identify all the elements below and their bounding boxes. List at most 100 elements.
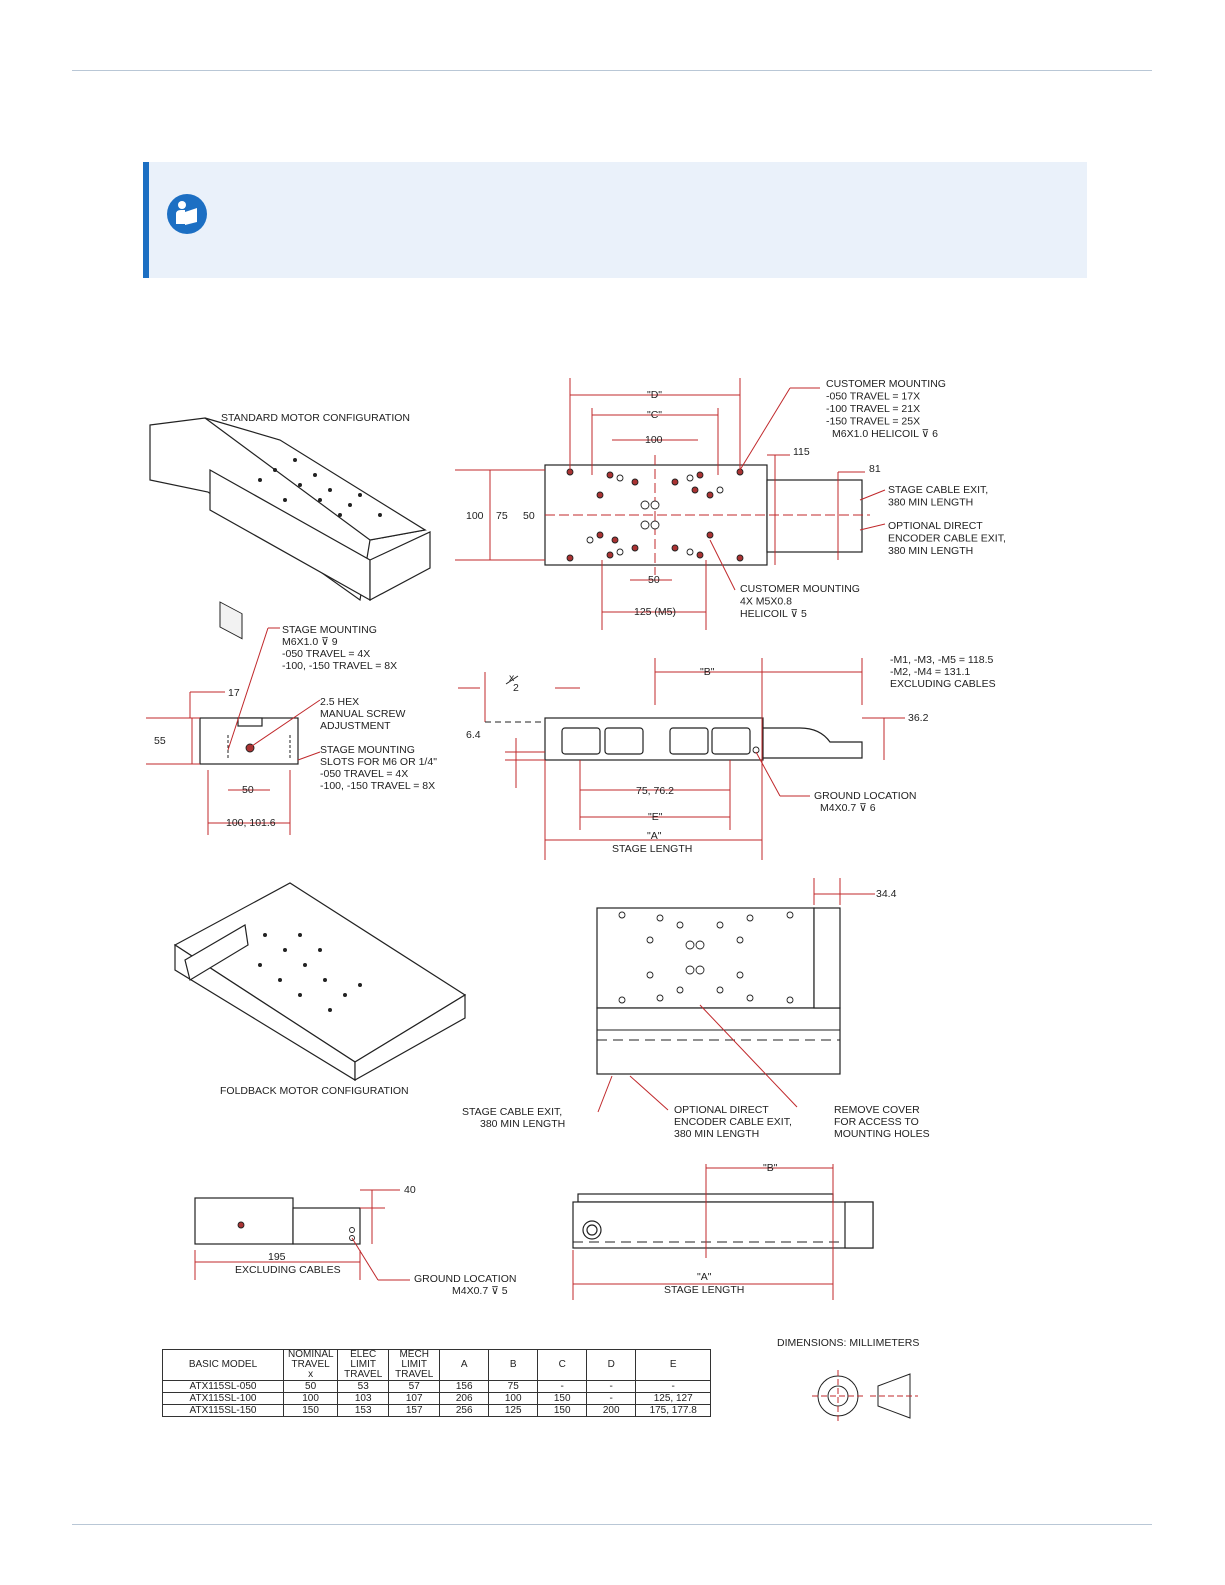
table-header-row: BASIC MODEL NOMINAL TRAVEL x ELEC LIMIT … — [162, 1349, 712, 1381]
cell: 125, 127 — [635, 1392, 712, 1405]
svg-text:36.2: 36.2 — [908, 712, 929, 724]
foldback-motor-label: FOLDBACK MOTOR CONFIGURATION — [220, 1085, 409, 1097]
cell: 50 — [282, 1380, 339, 1393]
header-b: B — [488, 1349, 539, 1381]
cell: 156 — [439, 1380, 490, 1393]
cell: 150 — [537, 1404, 588, 1417]
svg-text:STAGE CABLE EXIT,380 MIN LENGT: STAGE CABLE EXIT,380 MIN LENGTH — [888, 484, 988, 509]
header-d: D — [586, 1349, 637, 1381]
svg-text:-M1, -M3, -M5 = 118.5-M2, -M4: -M1, -M3, -M5 = 118.5-M2, -M4 = 131.1EXC… — [890, 654, 996, 690]
cell: 107 — [388, 1392, 441, 1405]
cell: - — [586, 1380, 637, 1393]
cell: 153 — [337, 1404, 390, 1417]
cell: 100 — [488, 1392, 539, 1405]
svg-text:34.4: 34.4 — [876, 888, 897, 900]
svg-text:"B": "B" — [763, 1162, 778, 1174]
cell: 125 — [488, 1404, 539, 1417]
svg-text:100: 100 — [645, 434, 663, 446]
svg-text:50: 50 — [242, 784, 254, 796]
svg-text:EXCLUDING CABLES: EXCLUDING CABLES — [235, 1264, 341, 1276]
header-nominal-travel: NOMINAL TRAVEL x — [282, 1349, 339, 1381]
svg-text:50: 50 — [523, 510, 535, 522]
svg-text:40: 40 — [404, 1184, 416, 1196]
foldback-side-view: "B" "A" STAGE LENGTH — [572, 1162, 874, 1300]
svg-text:81: 81 — [869, 463, 881, 475]
cell: ATX115SL-050 — [162, 1380, 284, 1393]
cell: ATX115SL-150 — [162, 1404, 284, 1417]
svg-text:6.4: 6.4 — [466, 729, 481, 741]
svg-text:100: 100 — [466, 510, 484, 522]
side-view: "B" x 2 6.4 36.2 75, 76.2 "E" "A" STAGE … — [458, 654, 996, 860]
model-spec-table: BASIC MODEL NOMINAL TRAVEL x ELEC LIMIT … — [162, 1349, 712, 1417]
svg-text:CUSTOMER MOUNTING-050 TRAVEL =: CUSTOMER MOUNTING-050 TRAVEL = 17X-100 T… — [826, 378, 946, 440]
svg-text:"A": "A" — [697, 1271, 712, 1283]
header-a: A — [439, 1349, 490, 1381]
header-basic-model: BASIC MODEL — [162, 1349, 284, 1381]
read-manual-icon — [167, 194, 207, 234]
header-e: E — [635, 1349, 712, 1381]
svg-text:17: 17 — [228, 687, 240, 699]
header-mech-limit: MECH LIMIT TRAVEL — [388, 1349, 441, 1381]
cell: ATX115SL-100 — [162, 1392, 284, 1405]
header-elec-limit: ELEC LIMIT TRAVEL — [337, 1349, 390, 1381]
svg-text:75, 76.2: 75, 76.2 — [636, 785, 674, 797]
cell: 75 — [488, 1380, 539, 1393]
cell: 103 — [337, 1392, 390, 1405]
standard-motor-isometric: STANDARD MOTOR CONFIGURATION — [149, 412, 431, 640]
cell: 200 — [586, 1404, 637, 1417]
svg-text:"A": "A" — [647, 830, 662, 842]
svg-text:STAGE LENGTH: STAGE LENGTH — [664, 1284, 744, 1296]
svg-text:STAGE LENGTH: STAGE LENGTH — [612, 843, 692, 855]
top-view: "D" "C" 100 115 81 100 75 50 50 125 (M5)… — [455, 378, 1006, 630]
cell: 100 — [282, 1392, 339, 1405]
foldback-top-view: 34.4 STAGE CABLE EXIT,380 MIN LENGTH OPT… — [462, 878, 930, 1140]
svg-text:75: 75 — [496, 510, 508, 522]
footer-rule — [72, 1524, 1152, 1525]
svg-text:115: 115 — [793, 446, 810, 458]
foldback-isometric: FOLDBACK MOTOR CONFIGURATION — [173, 882, 467, 1097]
svg-text:55: 55 — [154, 735, 166, 747]
cell: 157 — [388, 1404, 441, 1417]
cell: 57 — [388, 1380, 441, 1393]
header-c: C — [537, 1349, 588, 1381]
svg-text:"D": "D" — [647, 389, 662, 401]
cell: 53 — [337, 1380, 390, 1393]
cell: - — [635, 1380, 712, 1393]
cell: 206 — [439, 1392, 490, 1405]
svg-text:"C": "C" — [647, 409, 662, 421]
svg-text:"B": "B" — [700, 666, 715, 678]
standard-motor-label: STANDARD MOTOR CONFIGURATION — [221, 412, 410, 424]
cell: - — [537, 1380, 588, 1393]
svg-text:100, 101.6: 100, 101.6 — [226, 817, 276, 829]
cell: 150 — [537, 1392, 588, 1405]
svg-text:x: x — [509, 672, 515, 684]
svg-text:50: 50 — [648, 574, 660, 586]
cell: 175, 177.8 — [635, 1404, 712, 1417]
cell: - — [586, 1392, 637, 1405]
svg-text:195: 195 — [268, 1251, 286, 1263]
svg-text:125 (M5): 125 (M5) — [634, 606, 676, 618]
header-rule — [72, 70, 1152, 71]
svg-text:DIMENSIONS: MILLIMETERS: DIMENSIONS: MILLIMETERS — [777, 1337, 919, 1349]
note-box — [143, 162, 1087, 278]
svg-text:"E": "E" — [648, 811, 663, 823]
svg-text:STAGE CABLE EXIT,380 MIN LENGT: STAGE CABLE EXIT,380 MIN LENGTH — [462, 1106, 565, 1130]
projection-symbol: DIMENSIONS: MILLIMETERS — [777, 1337, 919, 1422]
cell: 150 — [282, 1404, 339, 1417]
cell: 256 — [439, 1404, 490, 1417]
